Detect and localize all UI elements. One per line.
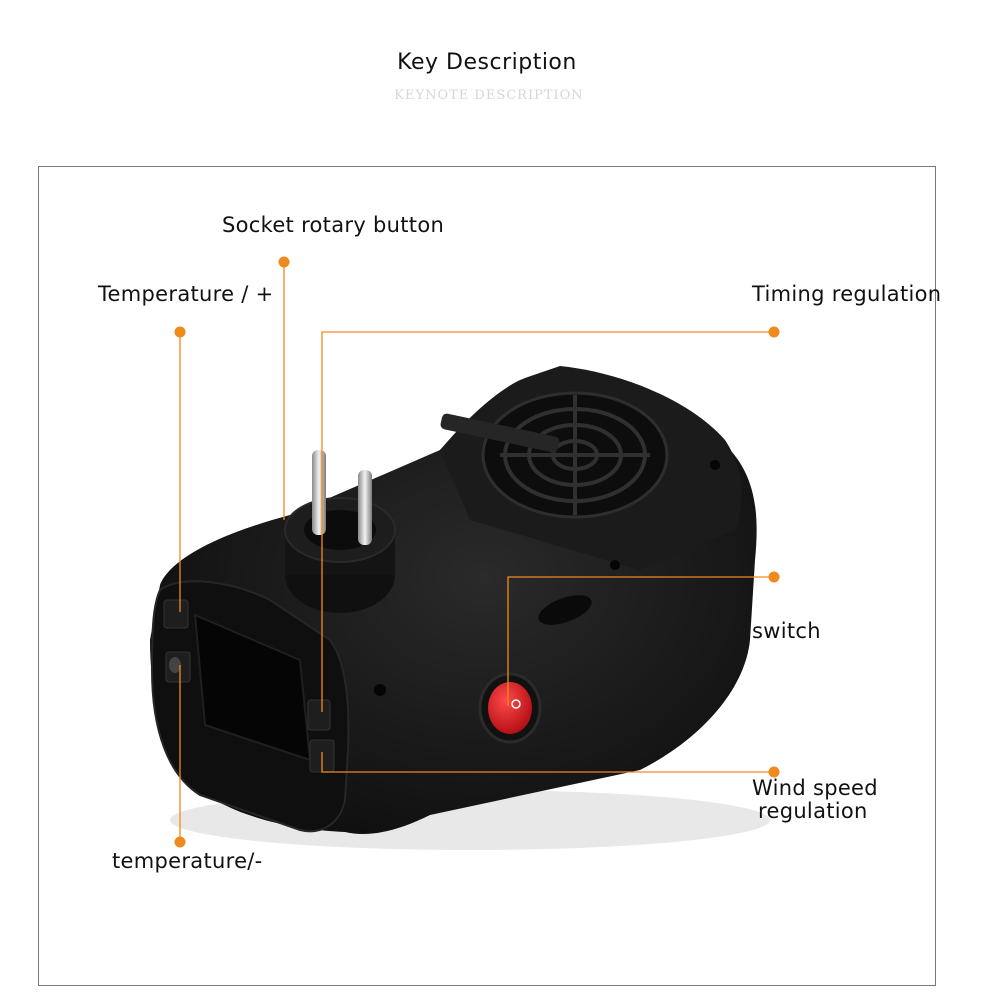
screw-hole [610,560,620,570]
diagram-frame [38,166,936,986]
callout-dots [174,256,780,848]
callout-dot-socket [278,256,290,268]
callout-line-wind [321,752,774,773]
callout-line-switch [507,576,774,706]
timing-key[interactable] [307,699,331,731]
callout-dot-temperature-minus [174,836,186,848]
page-title: Key Description [397,50,577,75]
callout-dot-wind [768,766,780,778]
temperature-plus-key[interactable] [163,599,189,629]
label-wind-speed-line2: regulation [758,799,868,823]
label-temperature-minus: temperature/- [112,849,263,873]
callout-dot-temperature-plus [174,326,186,338]
page-subtitle: KEYNOTE DESCRIPTION [394,88,584,103]
side-vent [538,595,592,625]
callout-line-timing [321,331,774,712]
socket-plug[interactable] [284,450,396,613]
screw-hole [710,460,720,470]
callout-lines [179,262,774,842]
power-switch[interactable] [478,672,542,744]
label-wind-speed-line1: Wind speed [752,776,878,800]
callout-dot-timing [768,326,780,338]
label-timing-regulation: Timing regulation [752,282,942,306]
indicator-light [169,657,181,673]
callout-dot-switch [768,571,780,583]
label-temperature-plus: Temperature / + [98,282,274,306]
screw-hole [374,684,386,696]
fan-grille-icon [440,391,669,519]
label-switch: switch [752,619,821,643]
label-socket-rotary-button: Socket rotary button [222,213,445,237]
